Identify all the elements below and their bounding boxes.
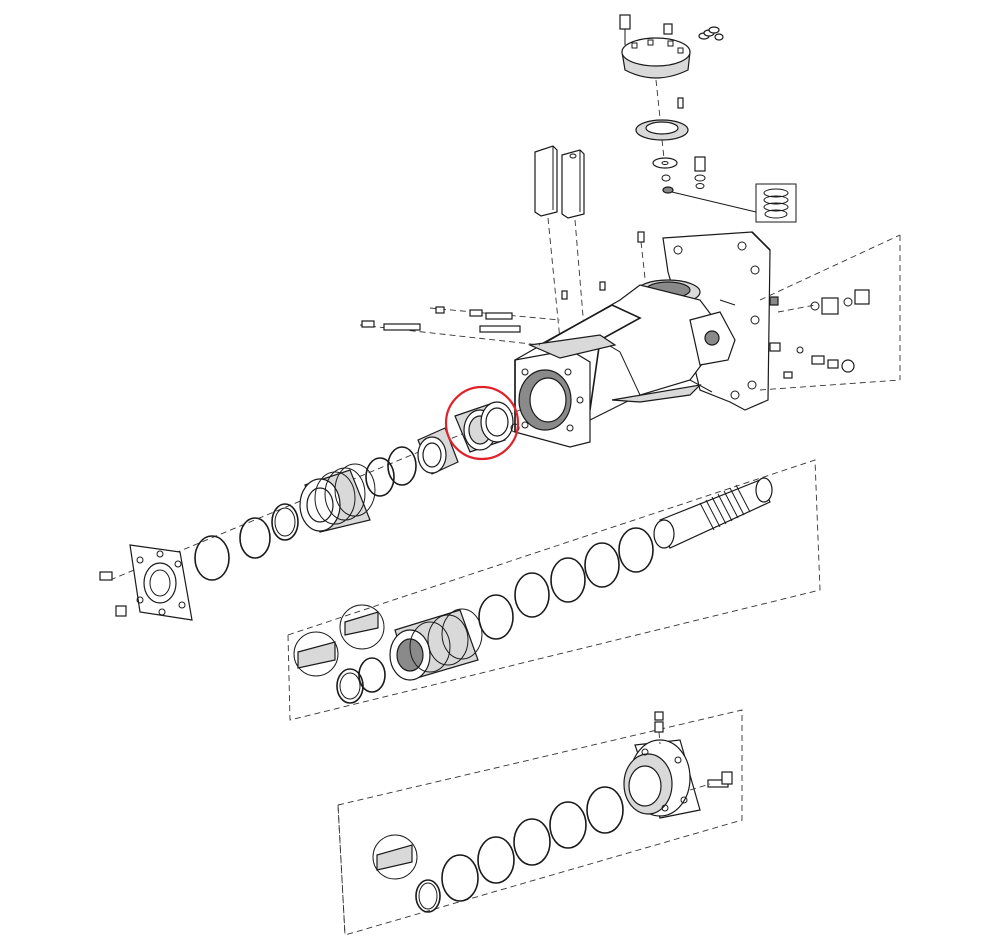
backup-ring <box>271 503 299 541</box>
pin <box>677 97 684 109</box>
middle-piston <box>389 608 483 681</box>
middle-shaft-box <box>287 459 821 721</box>
housing-pins <box>359 231 646 346</box>
cap-screw <box>619 14 631 30</box>
wear-pads <box>534 145 586 341</box>
highlight-circle <box>444 385 520 461</box>
small-screw <box>663 23 673 35</box>
sleeve <box>417 427 459 475</box>
seal-detail-3 <box>372 834 418 880</box>
seal-dish <box>635 119 689 141</box>
end-flange <box>129 544 193 621</box>
wheel-hub <box>623 739 701 819</box>
spring-detail-box <box>755 183 797 223</box>
cap-plate <box>621 37 691 79</box>
washer <box>652 157 678 169</box>
grease-fitting <box>698 26 724 41</box>
bushing[interactable] <box>454 401 514 453</box>
splined-shaft <box>653 477 773 549</box>
seal-detail-1 <box>339 604 385 650</box>
upper-seal-stack <box>99 401 521 621</box>
bottom-hub-box <box>337 709 743 936</box>
o-ring-2 <box>365 457 395 497</box>
o-ring-1 <box>387 446 417 486</box>
axle-housing <box>514 231 771 448</box>
seal-detail-2 <box>293 631 339 677</box>
right-fittings <box>759 234 901 391</box>
piston <box>299 463 376 533</box>
top-cap-assembly <box>619 14 797 223</box>
grease-nipple <box>694 156 706 189</box>
